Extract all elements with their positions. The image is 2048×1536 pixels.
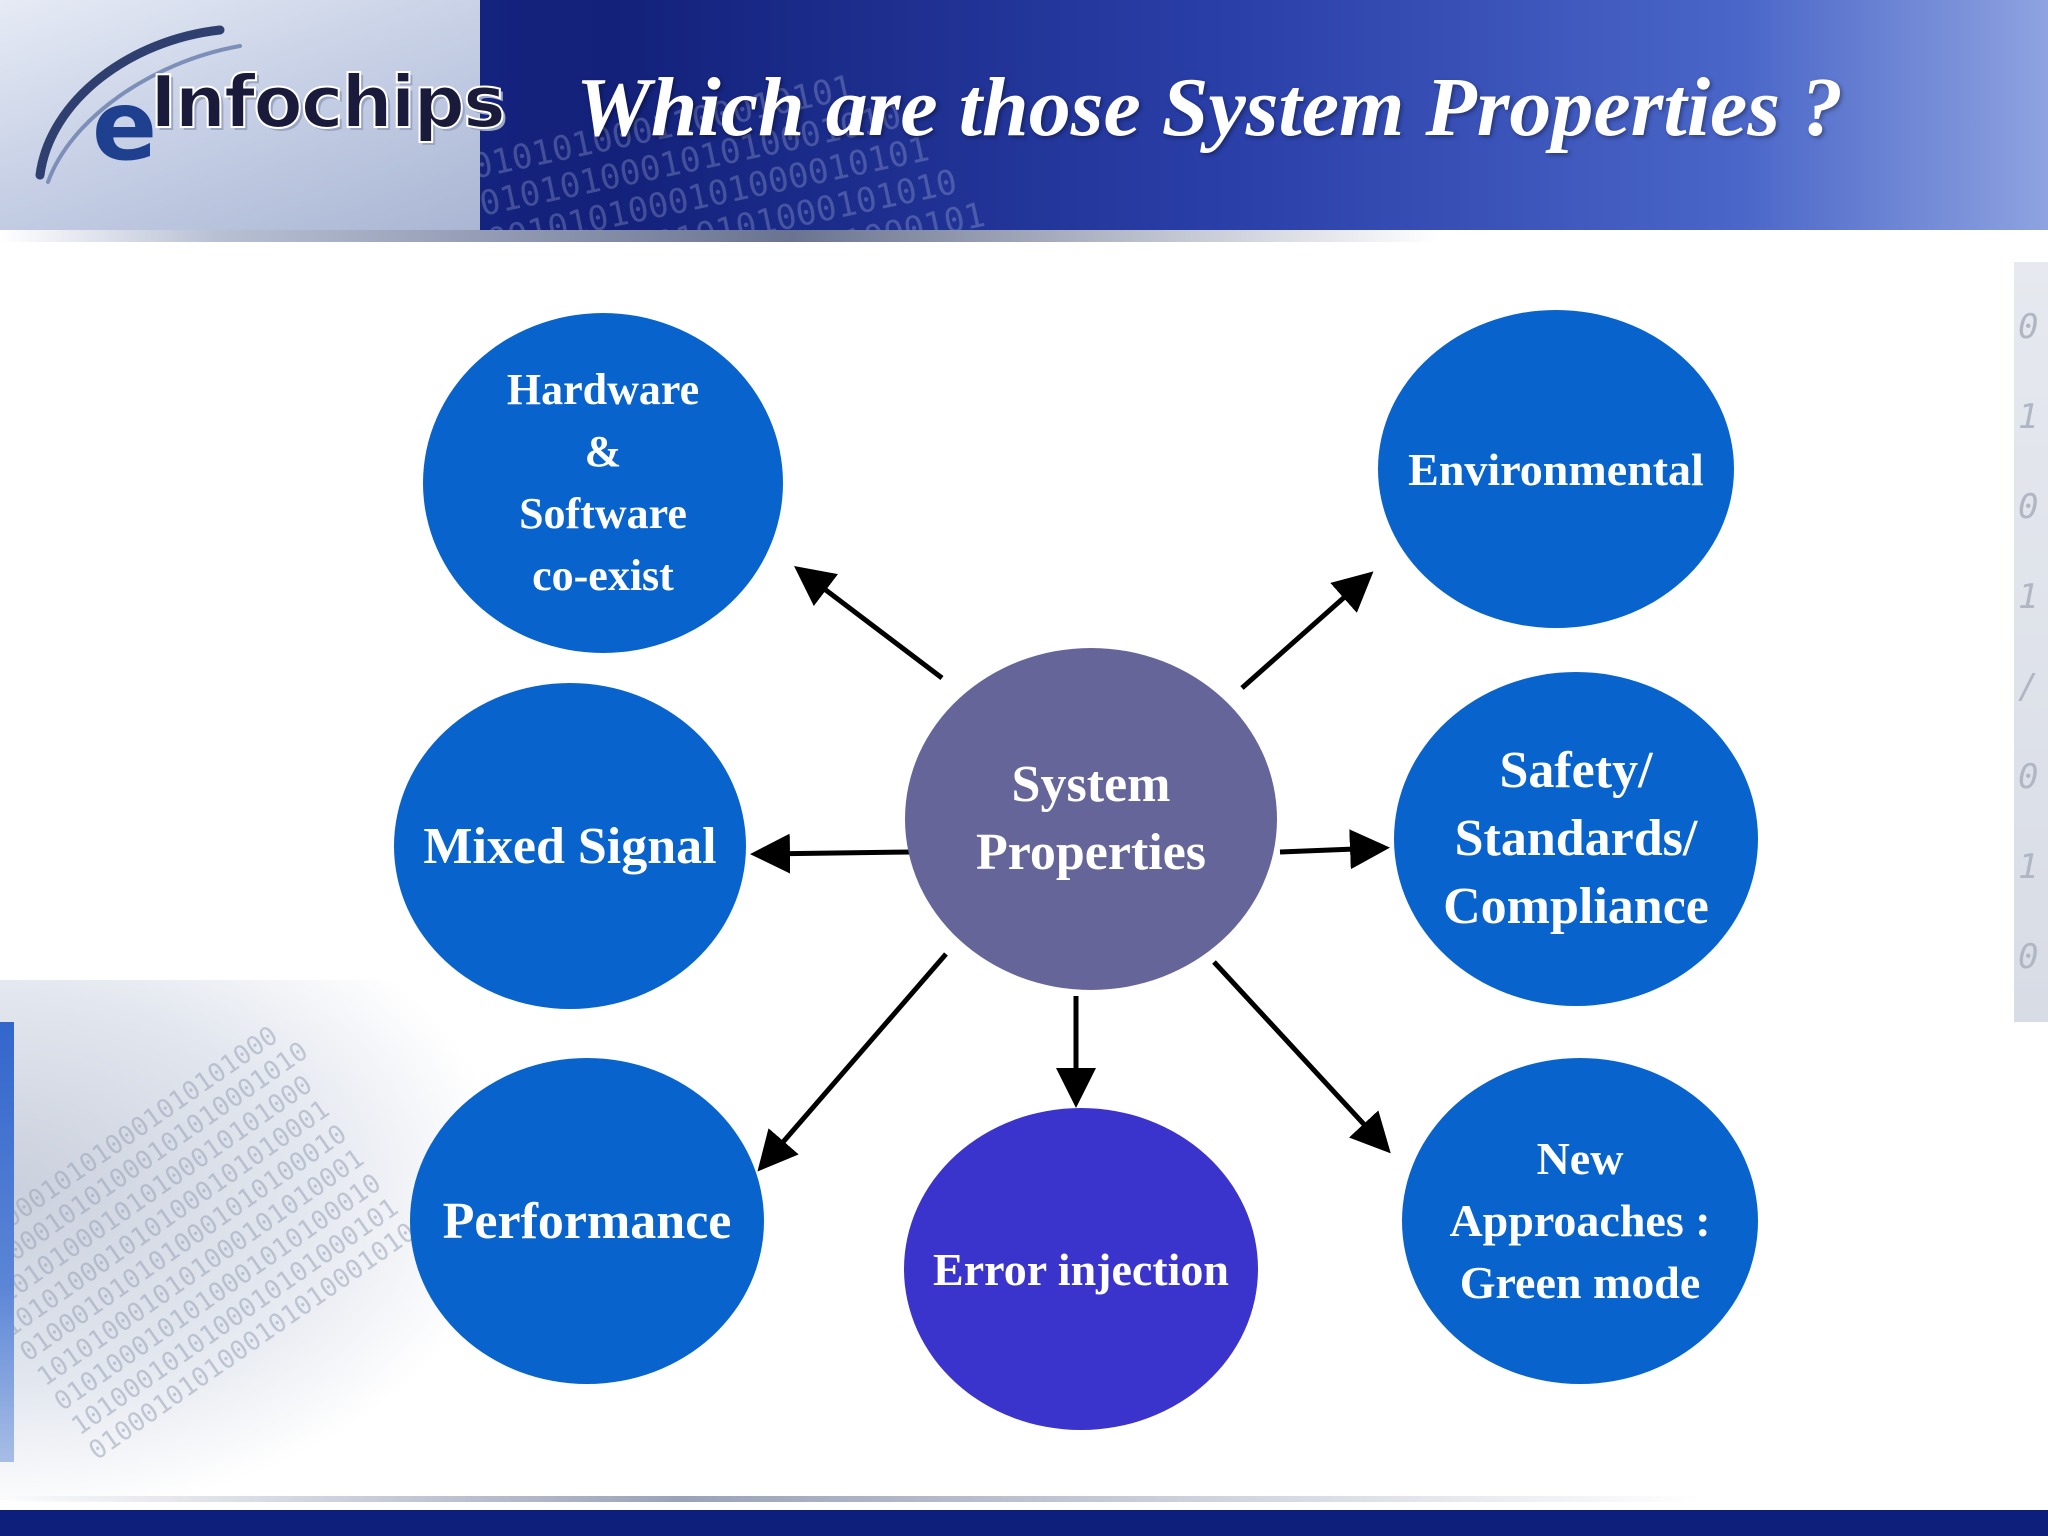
node-error-injection: Error injection	[904, 1108, 1258, 1430]
right-edge-decoration: 0 1 0 1 / 0 1 0	[2014, 262, 2048, 1022]
page-title: Which are those System Properties ?	[576, 61, 1844, 154]
arrow-to-performance	[757, 952, 948, 1172]
node-safety-standards-compliance: Safety/ Standards/ Compliance	[1394, 672, 1758, 1006]
footer-divider	[0, 1496, 1700, 1502]
logo-swoosh-icon	[35, 25, 242, 184]
logo-letter-e: e	[92, 70, 158, 182]
header-banner: 0101010001100010101 01010100010101000101…	[0, 0, 2048, 230]
node-hardware-software: Hardware & Software co-exist	[423, 313, 783, 653]
node-label: Hardware & Software co-exist	[506, 365, 700, 600]
node-mixed-signal: Mixed Signal	[394, 683, 746, 1009]
node-environmental: Environmental	[1378, 310, 1734, 628]
arrow-to-environmental	[1240, 571, 1374, 690]
node-label: Environmental	[1408, 443, 1704, 495]
node-label: Error injection	[933, 1243, 1229, 1295]
arrow-to-mixed-signal	[750, 833, 913, 874]
logo: e Infochips	[0, 0, 507, 230]
logo-wordmark: Infochips	[149, 60, 507, 144]
node-label: New Approaches : Green mode	[1449, 1133, 1711, 1308]
node-label: Performance	[442, 1192, 732, 1250]
center-node-label: System Properties	[975, 756, 1207, 881]
node-label: Safety/ Standards/ Compliance	[1443, 742, 1709, 935]
left-edge-strip	[0, 1022, 14, 1462]
footer-bar	[0, 1510, 2048, 1536]
center-node-system-properties: System Properties	[905, 648, 1277, 990]
header-divider	[0, 230, 1440, 242]
node-new-approaches-green-mode: New Approaches : Green mode	[1402, 1058, 1758, 1384]
node-label: Mixed Signal	[423, 817, 717, 875]
node-performance: Performance	[410, 1058, 764, 1384]
binary-swirl-decoration: 0101000101010001010101000 10100010101000…	[0, 980, 480, 1500]
arrow-to-new-approaches	[1212, 960, 1391, 1154]
arrow-to-hardware-software	[794, 565, 944, 680]
arrow-to-safety	[1279, 829, 1390, 870]
